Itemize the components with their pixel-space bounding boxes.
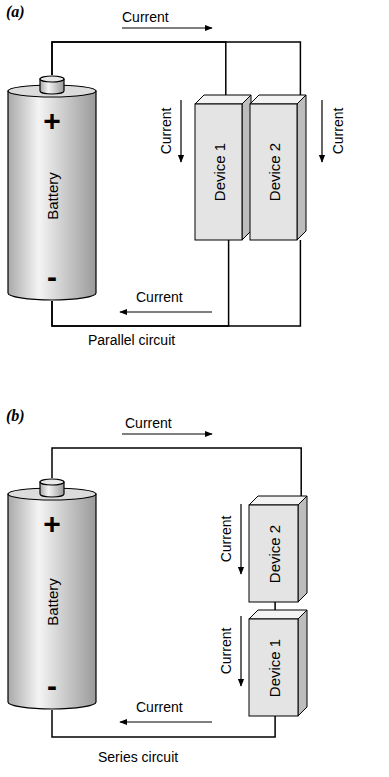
device-box: Device 2 bbox=[250, 95, 306, 240]
polarity-sign: + bbox=[43, 509, 61, 539]
current-label: Current bbox=[122, 10, 169, 24]
current-arrow bbox=[122, 27, 212, 28]
current-arrow bbox=[120, 311, 212, 312]
current-arrow bbox=[120, 721, 212, 722]
current-label: Current bbox=[136, 700, 183, 714]
current-label: Current bbox=[136, 290, 183, 304]
wire bbox=[52, 710, 275, 737]
device-label: Device 1 bbox=[266, 638, 281, 696]
circuit-caption: Parallel circuit bbox=[88, 333, 175, 347]
device-label: Device 2 bbox=[266, 143, 281, 201]
battery: + Battery - bbox=[8, 478, 96, 710]
device-label: Device 2 bbox=[266, 524, 281, 582]
current-label: Current bbox=[219, 516, 233, 563]
panel-letter: (a) bbox=[6, 4, 25, 20]
current-arrow bbox=[240, 616, 241, 686]
current-label: Current bbox=[125, 416, 172, 430]
panel-letter: (b) bbox=[6, 408, 25, 424]
current-label: Current bbox=[159, 108, 173, 155]
current-arrow bbox=[321, 100, 322, 162]
device-box: Device 1 bbox=[249, 610, 307, 716]
battery: + Battery - bbox=[8, 75, 96, 301]
current-arrow bbox=[180, 100, 181, 162]
polarity-sign: + bbox=[43, 106, 61, 136]
battery-label: Battery bbox=[45, 172, 60, 220]
device-label: Device 1 bbox=[211, 143, 226, 201]
wire bbox=[52, 42, 300, 95]
device-box: Device 2 bbox=[249, 496, 307, 602]
current-label: Current bbox=[331, 108, 345, 155]
wire bbox=[52, 448, 301, 496]
device-box: Device 1 bbox=[195, 95, 251, 240]
battery-label: Battery bbox=[45, 578, 60, 626]
current-label: Current bbox=[219, 628, 233, 675]
current-arrow bbox=[122, 433, 212, 434]
polarity-sign: - bbox=[47, 262, 57, 292]
wire bbox=[274, 602, 276, 610]
current-arrow bbox=[240, 504, 241, 574]
polarity-sign: - bbox=[47, 671, 57, 701]
circuit-caption: Series circuit bbox=[98, 750, 178, 764]
